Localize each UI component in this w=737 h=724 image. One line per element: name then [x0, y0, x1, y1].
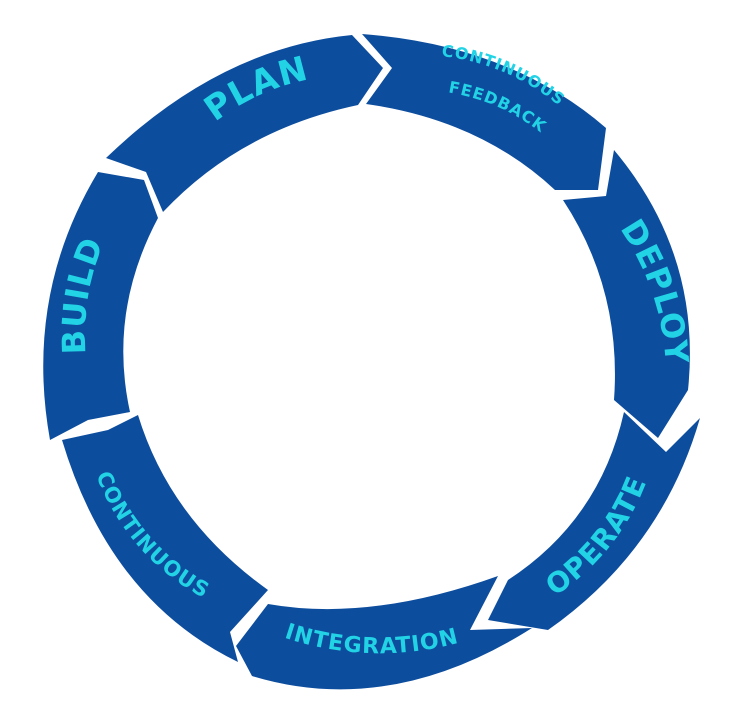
segment-build	[43, 172, 158, 440]
segment-integration	[236, 576, 532, 690]
segment-continuous-feedback	[362, 34, 606, 190]
ring	[43, 34, 700, 690]
segment-deploy	[563, 150, 690, 438]
segment-continuous	[62, 415, 268, 662]
segment-operate	[488, 412, 700, 630]
segment-plan	[106, 35, 383, 212]
